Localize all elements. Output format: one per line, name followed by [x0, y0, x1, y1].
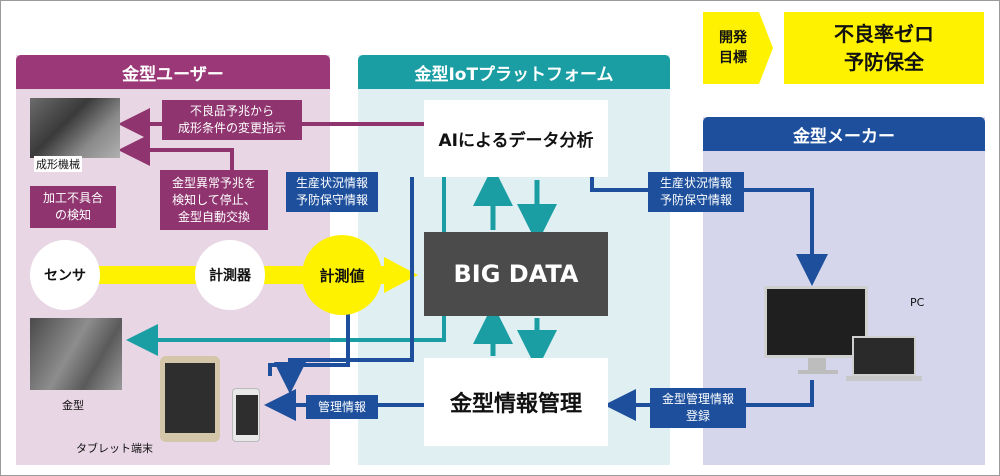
- mold-mgmt-register-label: 金型管理情報 登録: [650, 388, 746, 428]
- molding-machine-image: [30, 98, 120, 158]
- laptop-base: [846, 376, 922, 381]
- processing-defect-label: 加工不具合 の検知: [30, 186, 116, 228]
- ai-analysis-box: AIによるデータ分析: [424, 100, 608, 177]
- ai-to-mold-arrow: [126, 177, 446, 356]
- measured-value-node: 計測値: [302, 235, 382, 315]
- development-goal-text: 不良率ゼロ 予防保全: [834, 22, 934, 74]
- development-goal-box: 不良率ゼロ 予防保全: [784, 12, 984, 84]
- mold-image: [30, 318, 122, 390]
- mold-anomaly-label: 金型異常予兆を 検知して停止、 金型自動交換: [160, 170, 268, 230]
- big-data-box: BIG DATA: [424, 232, 608, 316]
- defect-sign-text: 不良品予兆から 成形条件の変更指示: [177, 104, 286, 135]
- tablet-label: タブレット端末: [76, 442, 153, 455]
- tablet-device: [160, 356, 220, 442]
- development-goal-label-text: 開発 目標: [719, 30, 747, 66]
- measure-to-tablet-line: [268, 305, 350, 376]
- sensor-node: センサ: [30, 240, 100, 310]
- tablet-screen: [165, 363, 215, 433]
- measured-value-arrowhead: [384, 257, 418, 293]
- mold-label: 金型: [62, 399, 84, 412]
- defect-sign-label: 不良品予兆から 成形条件の変更指示: [162, 100, 302, 140]
- mold-info-management-box: 金型情報管理: [424, 358, 608, 446]
- laptop-screen: [852, 336, 916, 376]
- measuring-device-node: 計測器: [195, 240, 265, 310]
- management-info-label: 管理情報: [306, 395, 378, 419]
- production-status-right-text: 生産状況情報 予防保守情報: [659, 176, 732, 207]
- mold-user-header: 金型ユーザー: [16, 55, 330, 89]
- ai-to-tablet-arrow: [274, 177, 414, 394]
- desktop-monitor: [764, 286, 868, 358]
- monitor-base: [798, 370, 838, 374]
- processing-defect-text: 加工不具合 の検知: [42, 191, 103, 222]
- mold-anomaly-text: 金型異常予兆を 検知して停止、 金型自動交換: [171, 175, 256, 224]
- production-status-left-text: 生産状況情報 予防保守情報: [295, 176, 368, 207]
- molding-machine-label: 成形機械: [34, 156, 82, 172]
- mold-mgmt-register-text: 金型管理情報 登録: [661, 392, 734, 423]
- development-goal-label: 開発 目標: [703, 12, 773, 84]
- production-status-left-label: 生産状況情報 予防保守情報: [286, 172, 378, 212]
- smartphone-screen: [236, 395, 258, 435]
- pc-label: PC: [910, 296, 925, 309]
- mold-maker-header: 金型メーカー: [703, 117, 985, 151]
- monitor-stand: [808, 358, 826, 372]
- smartphone-device: [232, 388, 260, 442]
- iot-platform-header: 金型IoTプラットフォーム: [358, 55, 670, 89]
- production-status-right-label: 生産状況情報 予防保守情報: [648, 172, 744, 212]
